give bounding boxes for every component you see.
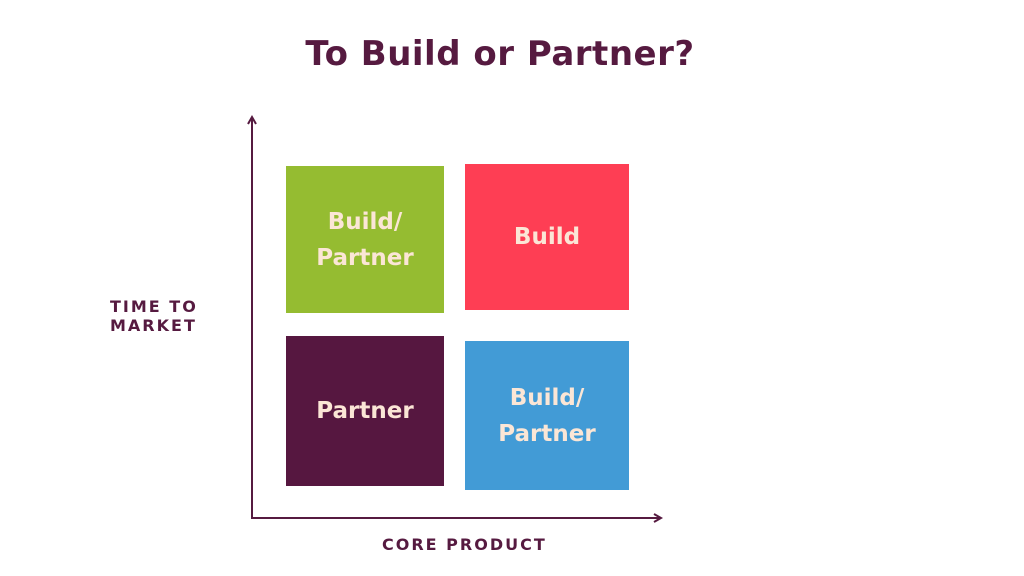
quadrant-bottom-left: Partner: [286, 336, 444, 486]
quadrant-top-left: Build/Partner: [286, 166, 444, 313]
quadrant-label: Build: [513, 224, 581, 250]
quadrant-label: Build/: [327, 208, 403, 235]
quadrant-top-right: Build: [465, 164, 629, 310]
x-axis-arrow-icon: [251, 513, 664, 523]
quadrant-label: Partner: [316, 244, 414, 271]
page-title: To Build or Partner?: [305, 34, 695, 74]
quadrant-label: Partner: [498, 420, 596, 447]
quadrant-label: Build/: [509, 384, 585, 411]
quadrant-bottom-right: Build/Partner: [465, 341, 629, 490]
quadrant-label: Partner: [316, 398, 414, 424]
x-axis-label: CORE PRODUCT: [382, 535, 547, 554]
y-axis-label: TIME TO MARKET: [110, 297, 198, 335]
y-axis-arrow-icon: [247, 114, 257, 518]
y-axis-label-line2: MARKET: [110, 316, 197, 335]
y-axis-label-line1: TIME TO: [110, 297, 198, 316]
